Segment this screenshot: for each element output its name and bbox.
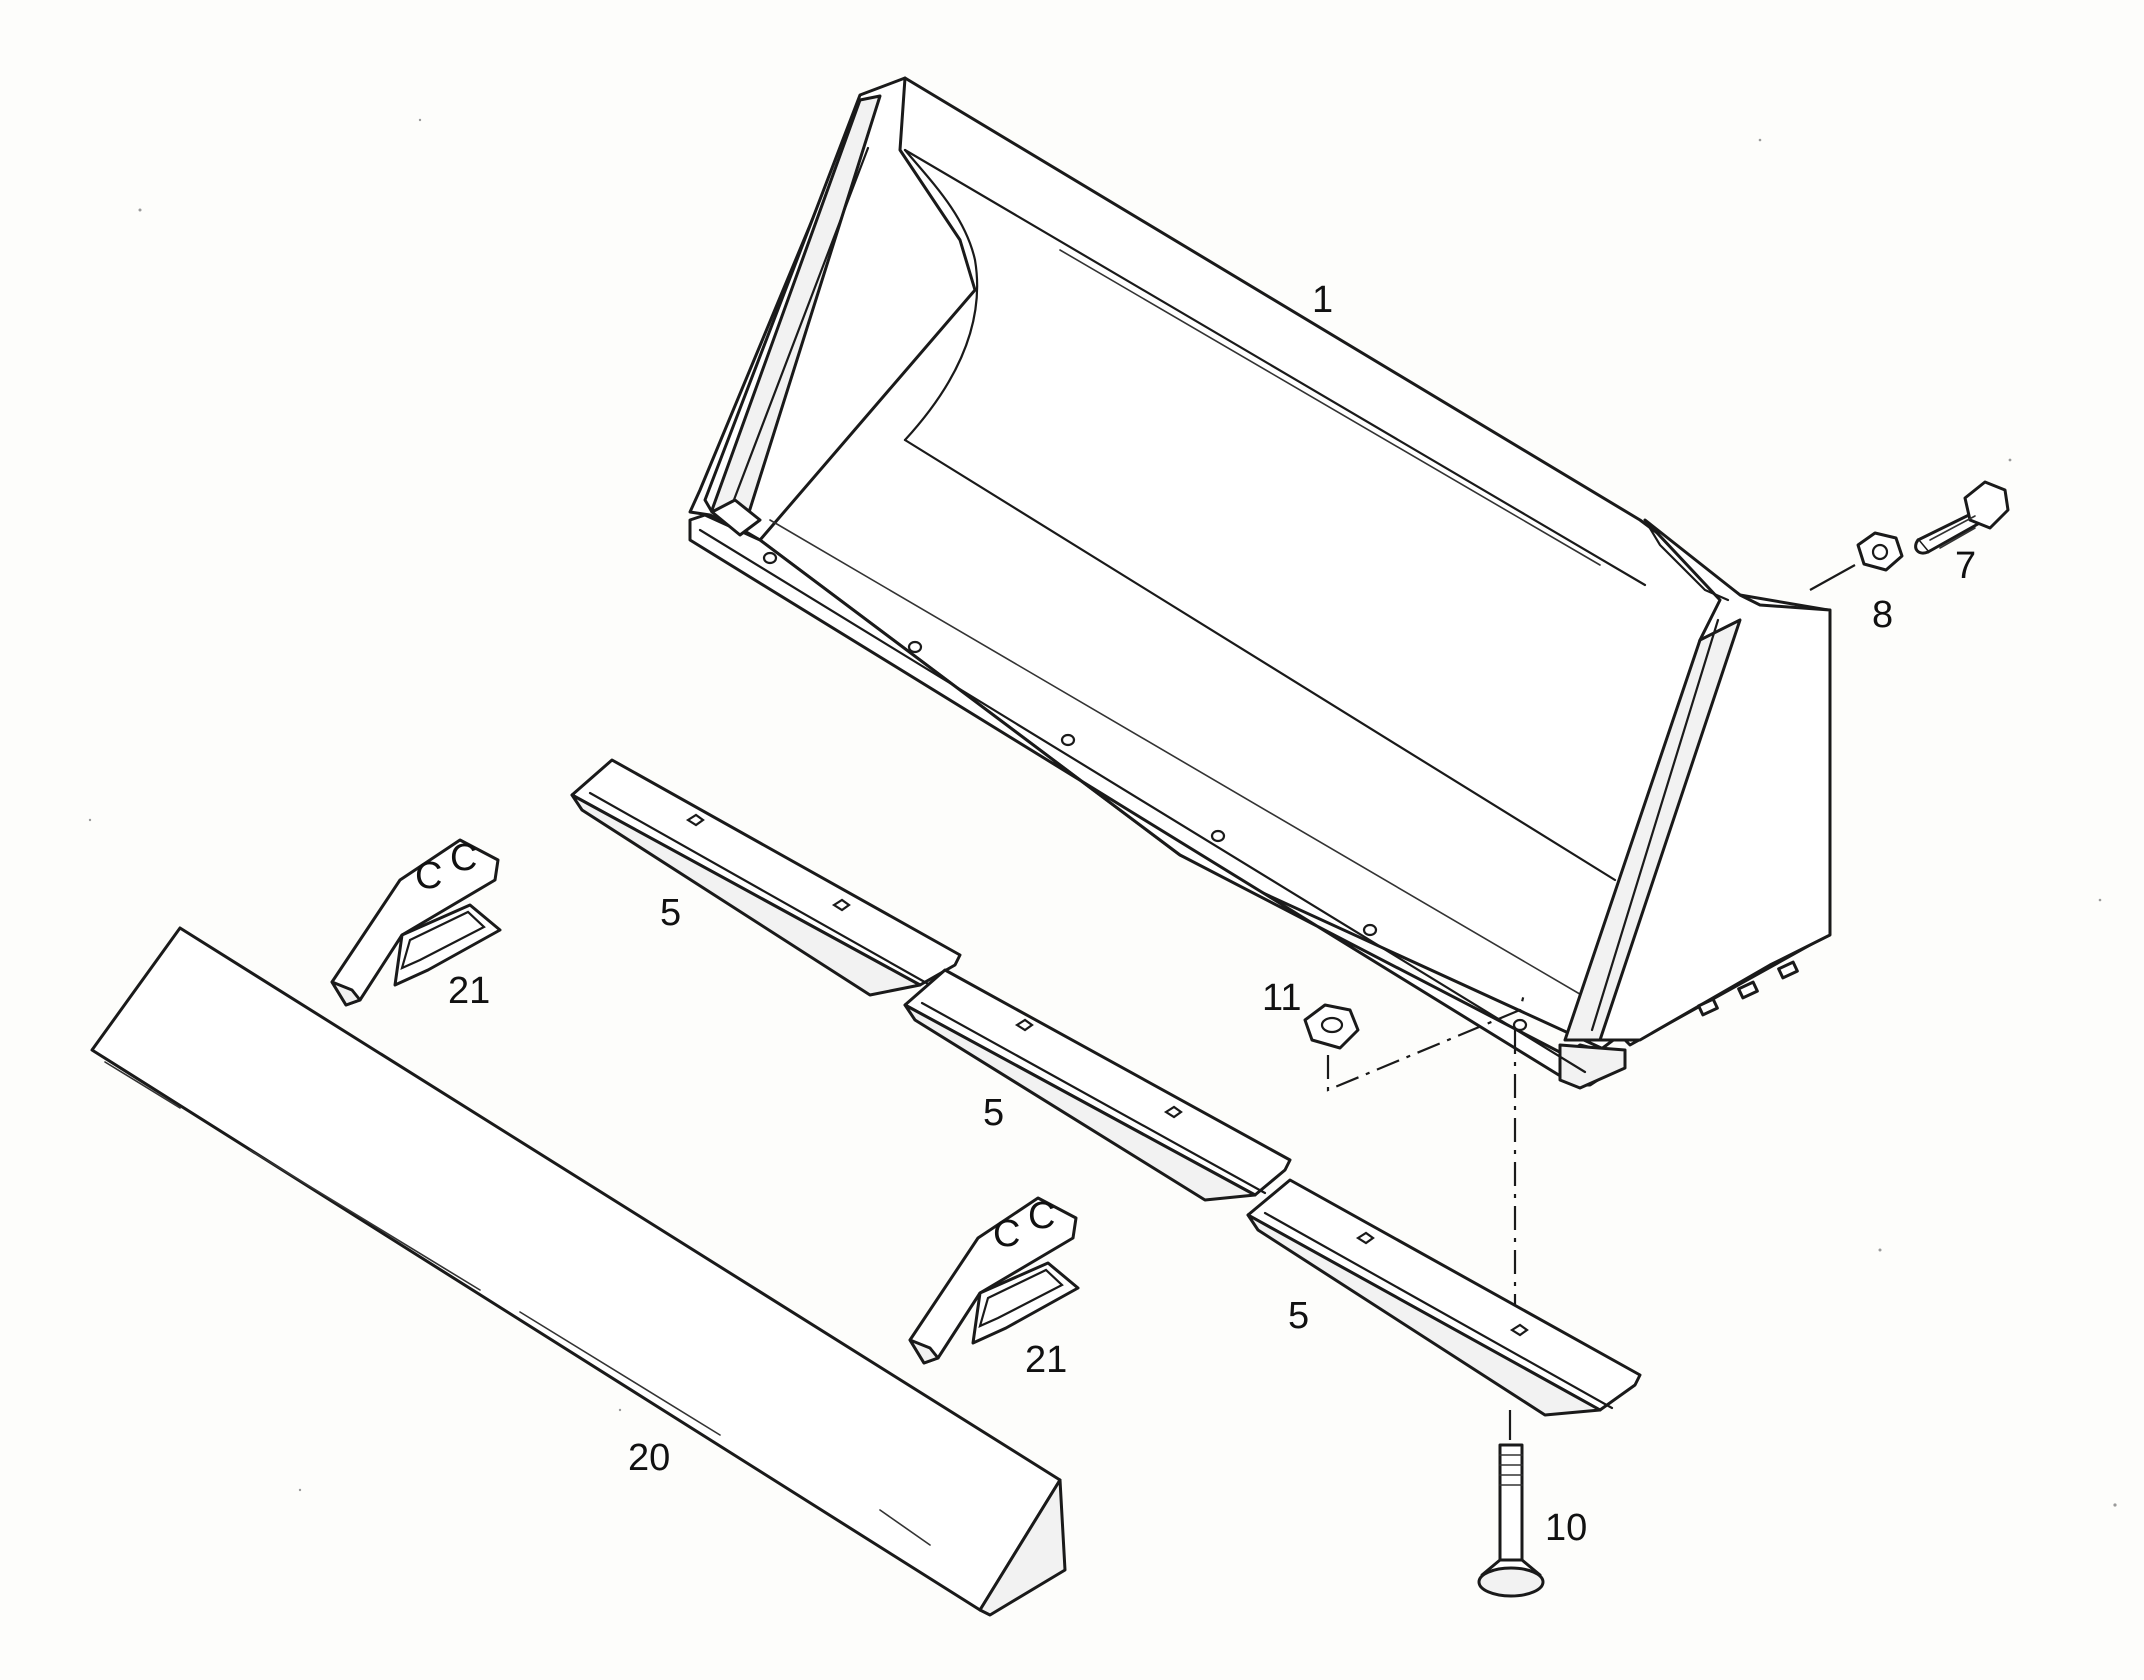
clamp-letter: C	[450, 837, 477, 879]
callout-bolt-7: 7	[1955, 545, 1976, 587]
bolt-on-edge-part	[90, 926, 1067, 1617]
callout-cutting-edge-left: 5	[660, 892, 681, 934]
nut-8-part	[1809, 531, 1904, 591]
callout-cutting-edge-middle: 5	[983, 1092, 1004, 1134]
clamp-letter: C	[993, 1213, 1020, 1255]
callout-bolt-on-edge: 20	[628, 1437, 670, 1479]
clamp-letter: C	[415, 855, 442, 897]
bolt-10-part	[1477, 1410, 1545, 1598]
lip-bolt-holes	[762, 551, 1528, 1032]
callout-clamp-left: 21	[448, 970, 490, 1012]
clamp-letter: C	[1028, 1195, 1055, 1237]
nut-11-part	[1303, 989, 1527, 1092]
cutting-edge-middle-part	[903, 968, 1292, 1202]
callout-clamp-right: 21	[1025, 1339, 1067, 1381]
callout-cutting-edge-right: 5	[1288, 1295, 1309, 1337]
cutting-edge-left-part	[570, 758, 962, 997]
callouts: 1 7 8 11 5 5 5 21 21 20 10	[448, 279, 1976, 1549]
bucket-part	[688, 76, 1832, 1090]
callout-nut-11: 11	[1262, 977, 1301, 1019]
bolt-7-part	[1914, 480, 2010, 555]
callout-bolt-10: 10	[1545, 1507, 1587, 1549]
callout-nut-8: 8	[1872, 594, 1893, 636]
callout-bucket: 1	[1312, 279, 1333, 321]
cutting-edge-right-part	[1246, 1178, 1642, 1417]
clamp-right-part: C C	[908, 1195, 1080, 1365]
clamp-left-part: C C	[330, 837, 502, 1007]
